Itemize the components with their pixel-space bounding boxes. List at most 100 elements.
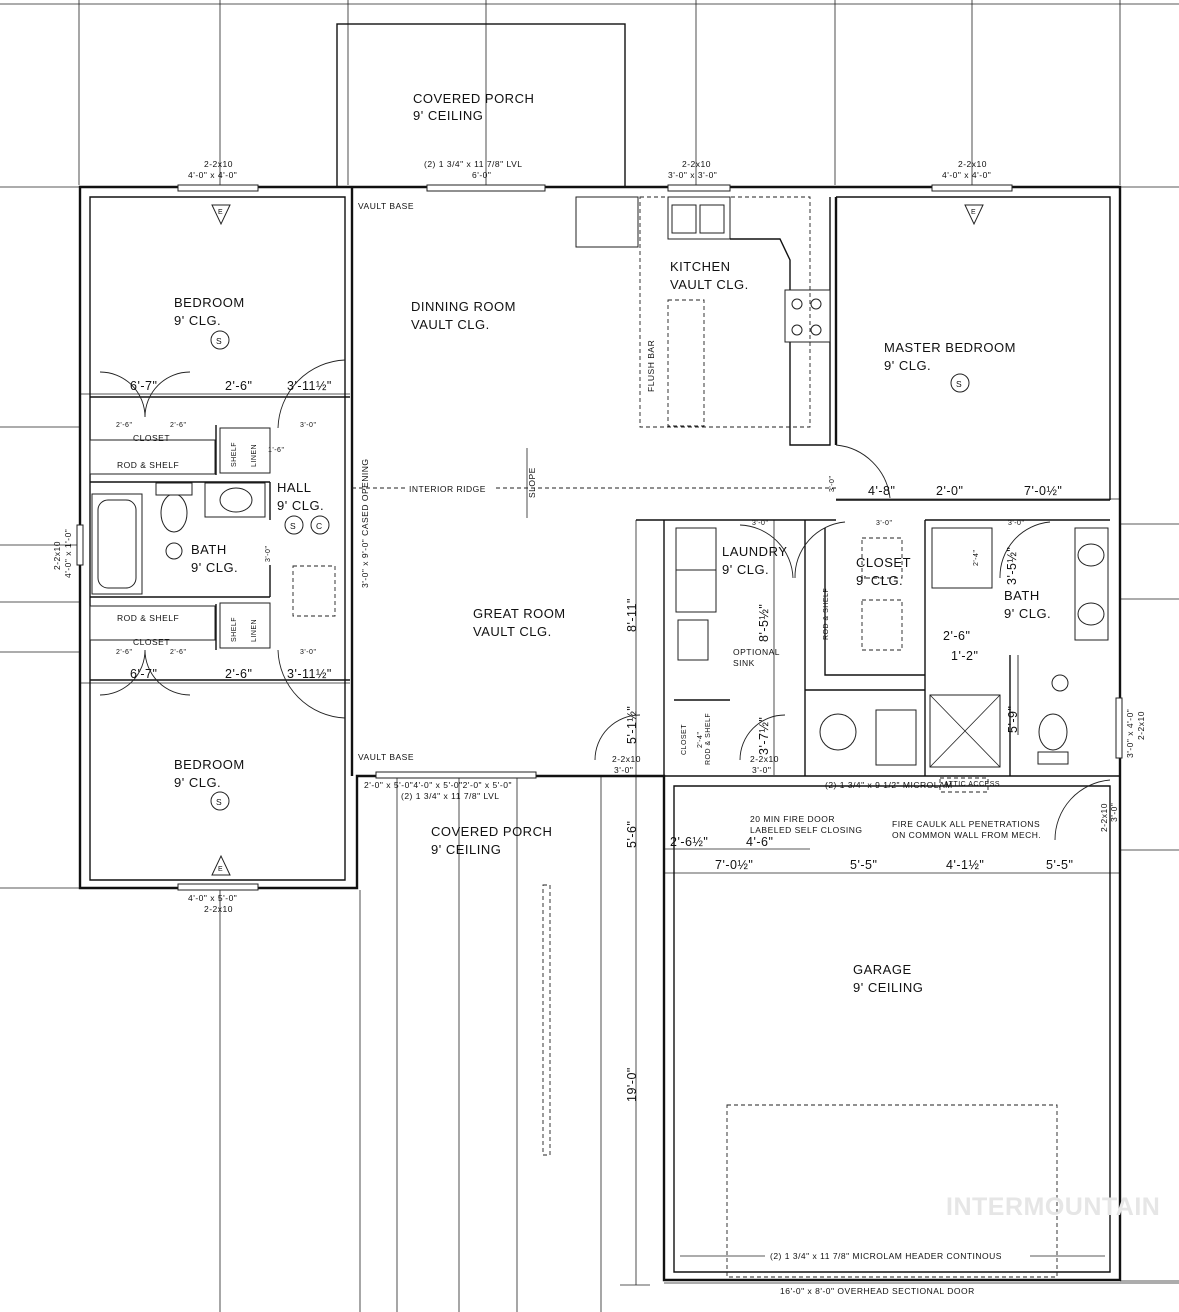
dim-label: 3'-0"	[1008, 520, 1024, 527]
dim-label: 5'-1½"	[625, 706, 639, 744]
note-microlam: (2) 1 3/4" x 9 1/2" MICROLAM	[825, 780, 953, 790]
dimension-labels: 6'-7" 2'-6" 3'-11½" 2'-6" 2'-6" 3'-0" 1'…	[116, 379, 1073, 1102]
note-linen-a: LINEN	[251, 444, 258, 467]
note-fire-caulk-1: FIRE CAULK ALL PENETRATIONS	[892, 819, 1040, 829]
exhaust-fan-icon	[964, 204, 984, 226]
note-door-small-a-2: 3'-0"	[614, 765, 633, 775]
smoke-detector-icon	[210, 791, 230, 811]
room-bedroom-top-ceiling: 9' CLG.	[174, 313, 221, 328]
dim-label: 4'-8"	[868, 484, 895, 498]
room-bath-master: BATH	[1004, 588, 1040, 603]
room-dinning: DINNING ROOM	[411, 299, 516, 314]
dim-label: 6'-7"	[130, 667, 157, 681]
room-garage-ceiling: 9' CEILING	[853, 980, 923, 995]
dim-label: 19'-0"	[625, 1067, 639, 1102]
room-bath-left: BATH	[191, 542, 227, 557]
smoke-detector-icon	[950, 373, 970, 393]
dim-label: 3'-0"	[265, 546, 272, 562]
co-label: C	[316, 521, 323, 531]
note-closet-b: CLOSET	[133, 637, 170, 647]
room-hall: HALL	[277, 480, 312, 495]
note-optional-sink-2: SINK	[733, 658, 755, 668]
room-closet-master-ceiling: 9' CLG.	[856, 573, 903, 588]
dim-label: 8'-5½"	[757, 604, 771, 642]
dim-label: 2'-6"	[943, 629, 970, 643]
smoke-detector-icon	[210, 330, 230, 350]
note-door-small-b-2: 3'-0"	[752, 765, 771, 775]
note-interior-ridge: INTERIOR RIDGE	[409, 484, 486, 494]
dim-label: 5'-9"	[1006, 706, 1020, 733]
dim-label: 2'-4"	[697, 732, 704, 748]
note-rod-shelf-small: ROD & SHELF	[705, 713, 712, 765]
note-fire-door-1: 20 MIN FIRE DOOR	[750, 814, 835, 824]
note-rod-shelf-master: ROD & SHELF	[823, 588, 830, 640]
interior-walls	[90, 187, 1120, 777]
room-bedroom-bottom: BEDROOM	[174, 757, 245, 772]
note-flush-bar: FLUSH BAR	[646, 340, 656, 392]
note-win-bottom-left-2: 2-2x10	[204, 904, 233, 914]
dim-label: 2'-6"	[170, 649, 186, 656]
dim-label: 3'-0"	[300, 649, 316, 656]
room-covered-porch-top-ceiling: 9' CEILING	[413, 108, 483, 123]
room-bedroom-bottom-ceiling: 9' CLG.	[174, 775, 221, 790]
note-fire-caulk-2: ON COMMON WALL FROM MECH.	[892, 830, 1041, 840]
exhaust-label: E	[971, 209, 976, 216]
note-vault-base-top: VAULT BASE	[358, 201, 414, 211]
dim-label: 2'-0"	[936, 484, 963, 498]
note-slope: SLOPE	[527, 467, 537, 498]
note-closet-a: CLOSET	[133, 433, 170, 443]
room-laundry-ceiling: 9' CLG.	[722, 562, 769, 577]
bath-fan-icon	[165, 542, 183, 560]
dim-label: 2'-6"	[170, 422, 186, 429]
dim-label: 5'-5"	[1046, 858, 1073, 872]
fixtures	[89, 196, 1109, 1278]
dim-label: 3'-0"	[829, 476, 836, 492]
note-win-top-right-1: 2-2x10	[958, 159, 987, 169]
note-rod-shelf-a: ROD & SHELF	[117, 460, 179, 470]
room-hall-ceiling: 9' CLG.	[277, 498, 324, 513]
smoke-label: S	[290, 521, 296, 531]
dim-label: 3'-0"	[752, 520, 768, 527]
room-bath-left-ceiling: 9' CLG.	[191, 560, 238, 575]
dim-label: 1'-6"	[268, 447, 284, 454]
note-lvl-bottom-1: 2'-0" x 5'-0"4'-0" x 5'-0"2'-0" x 5'-0"	[364, 780, 512, 790]
smoke-label: S	[216, 797, 222, 807]
room-covered-porch-top: COVERED PORCH	[413, 91, 534, 106]
note-win-left-2: 4'-0" x 1'-0"	[63, 529, 73, 578]
room-dinning-ceiling: VAULT CLG.	[411, 317, 490, 332]
exhaust-fan-icon	[211, 854, 231, 876]
room-kitchen: KITCHEN	[670, 259, 731, 274]
exhaust-fan-icon	[211, 204, 231, 226]
dim-label: 2'-6"	[116, 649, 132, 656]
room-great-ceiling: VAULT CLG.	[473, 624, 552, 639]
note-win-right-2: 2-2x10	[1136, 711, 1146, 740]
note-rod-shelf-b: ROD & SHELF	[117, 613, 179, 623]
room-master: MASTER BEDROOM	[884, 340, 1016, 355]
room-garage: GARAGE	[853, 962, 912, 977]
smoke-label: S	[956, 379, 962, 389]
dim-label: 4'-6"	[746, 835, 773, 849]
note-shelf-b: SHELF	[231, 617, 238, 642]
note-overhead-door: 16'-0" x 8'-0" OVERHEAD SECTIONAL DOOR	[780, 1286, 975, 1296]
dim-label: 3'-0"	[876, 520, 892, 527]
dim-label: 3'-11½"	[287, 667, 332, 681]
dim-label: 3'-7½"	[757, 717, 771, 755]
smoke-detector-icon	[284, 515, 304, 535]
note-vault-base-bottom: VAULT BASE	[358, 752, 414, 762]
room-closet-master: CLOSET	[856, 555, 911, 570]
note-win-top-kitchen-1: 2-2x10	[682, 159, 711, 169]
note-shelf-a: SHELF	[231, 442, 238, 467]
note-win-bottom-left-1: 4'-0" x 5'-0"	[188, 893, 237, 903]
note-optional-sink-1: OPTIONAL	[733, 647, 780, 657]
note-win-top-left-1: 2-2x10	[204, 159, 233, 169]
room-labels: COVERED PORCH 9' CEILING BEDROOM 9' CLG.…	[174, 91, 1051, 995]
dim-label: 3'-11½"	[287, 379, 332, 393]
dim-label: 2'-6"	[116, 422, 132, 429]
note-win-right-1: 3'-0" x 4'-0"	[1125, 709, 1135, 758]
dim-label: 3'-5½"	[1005, 547, 1019, 585]
dim-label: 7'-0½"	[1024, 484, 1062, 498]
exhaust-label: E	[218, 209, 223, 216]
note-cased-opening: 3'-0" x 9'-0" CASED OPENING	[360, 458, 370, 588]
